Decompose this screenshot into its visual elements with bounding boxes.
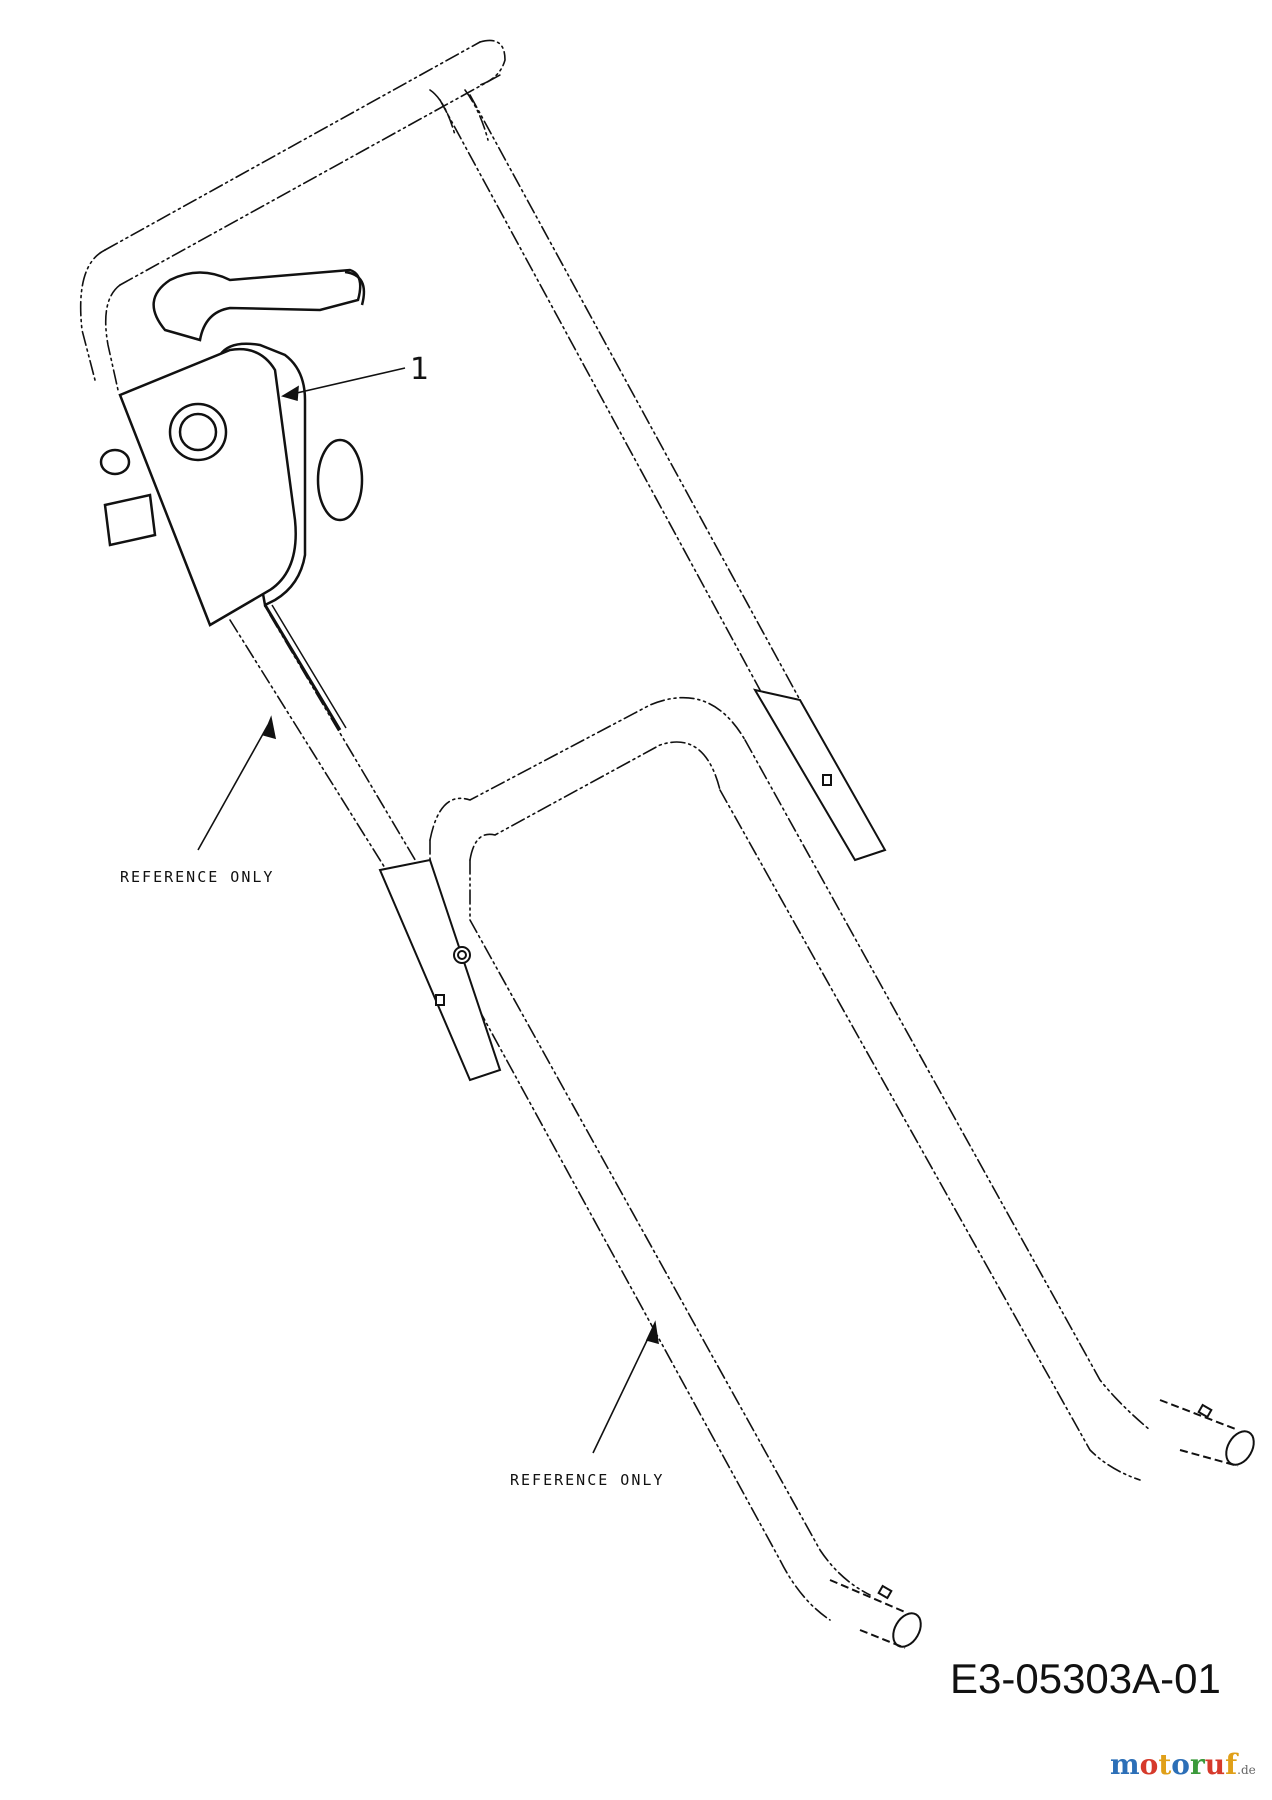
watermark-letter: m [1110, 1748, 1140, 1781]
reference-only-label-upper: REFERENCE ONLY [120, 868, 275, 886]
reference-leader-lower [592, 1329, 653, 1454]
watermark-letter: u [1204, 1748, 1226, 1781]
diagram-code: E3-05303A-01 [950, 1655, 1221, 1702]
right-mount-bracket [752, 688, 887, 862]
callout-1-leader [287, 367, 406, 396]
lower-handle-left-leg [429, 839, 871, 1621]
watermark-letter: o [1171, 1748, 1190, 1781]
lower-handle-crossbar [429, 696, 746, 861]
upper-handle-left-leg [229, 614, 431, 901]
upper-handle-right-leg [439, 94, 801, 701]
housing-rear-knob [316, 438, 364, 522]
throttle-housing-front [118, 347, 297, 627]
watermark-letter: r [1189, 1748, 1205, 1781]
upper-handle-top-bar [104, 41, 501, 286]
watermark-text: motoruf [1110, 1748, 1237, 1781]
reference-leader-upper [197, 724, 269, 851]
left-mount-bracket [378, 858, 502, 1082]
callout-1-label: 1 [410, 352, 430, 387]
throttle-lever [152, 268, 362, 342]
lower-handle-right-leg [719, 739, 1151, 1481]
watermark-letter: t [1158, 1748, 1172, 1781]
side-mount [103, 493, 157, 547]
upper-handle-left-bend [79, 249, 121, 391]
motoruf-watermark: motoruf.de [1110, 1748, 1256, 1781]
throttle-cable [263, 604, 342, 731]
watermark-letter: o [1139, 1748, 1159, 1781]
watermark-suffix: .de [1237, 1763, 1256, 1777]
side-pin [99, 448, 131, 476]
reference-only-label-lower: REFERENCE ONLY [510, 1471, 665, 1489]
upper-handle-right-bend [429, 39, 506, 141]
watermark-letter: f [1225, 1748, 1238, 1781]
throttle-control-group [99, 268, 366, 731]
lower-left-tube-end [892, 1612, 922, 1648]
